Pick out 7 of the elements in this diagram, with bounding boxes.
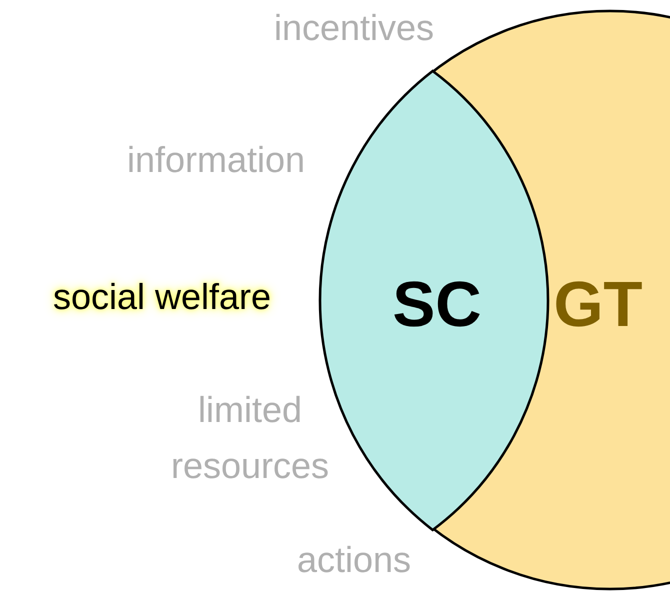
region-label: GT xyxy=(554,272,642,336)
region-label: SC xyxy=(392,272,482,336)
annotation-text: information xyxy=(126,138,306,182)
annotation-text: limited resources xyxy=(170,388,330,488)
annotation-text: social welfare xyxy=(52,275,272,319)
annotation-text: actions xyxy=(296,538,412,582)
annotation-text: incentives xyxy=(272,6,436,50)
